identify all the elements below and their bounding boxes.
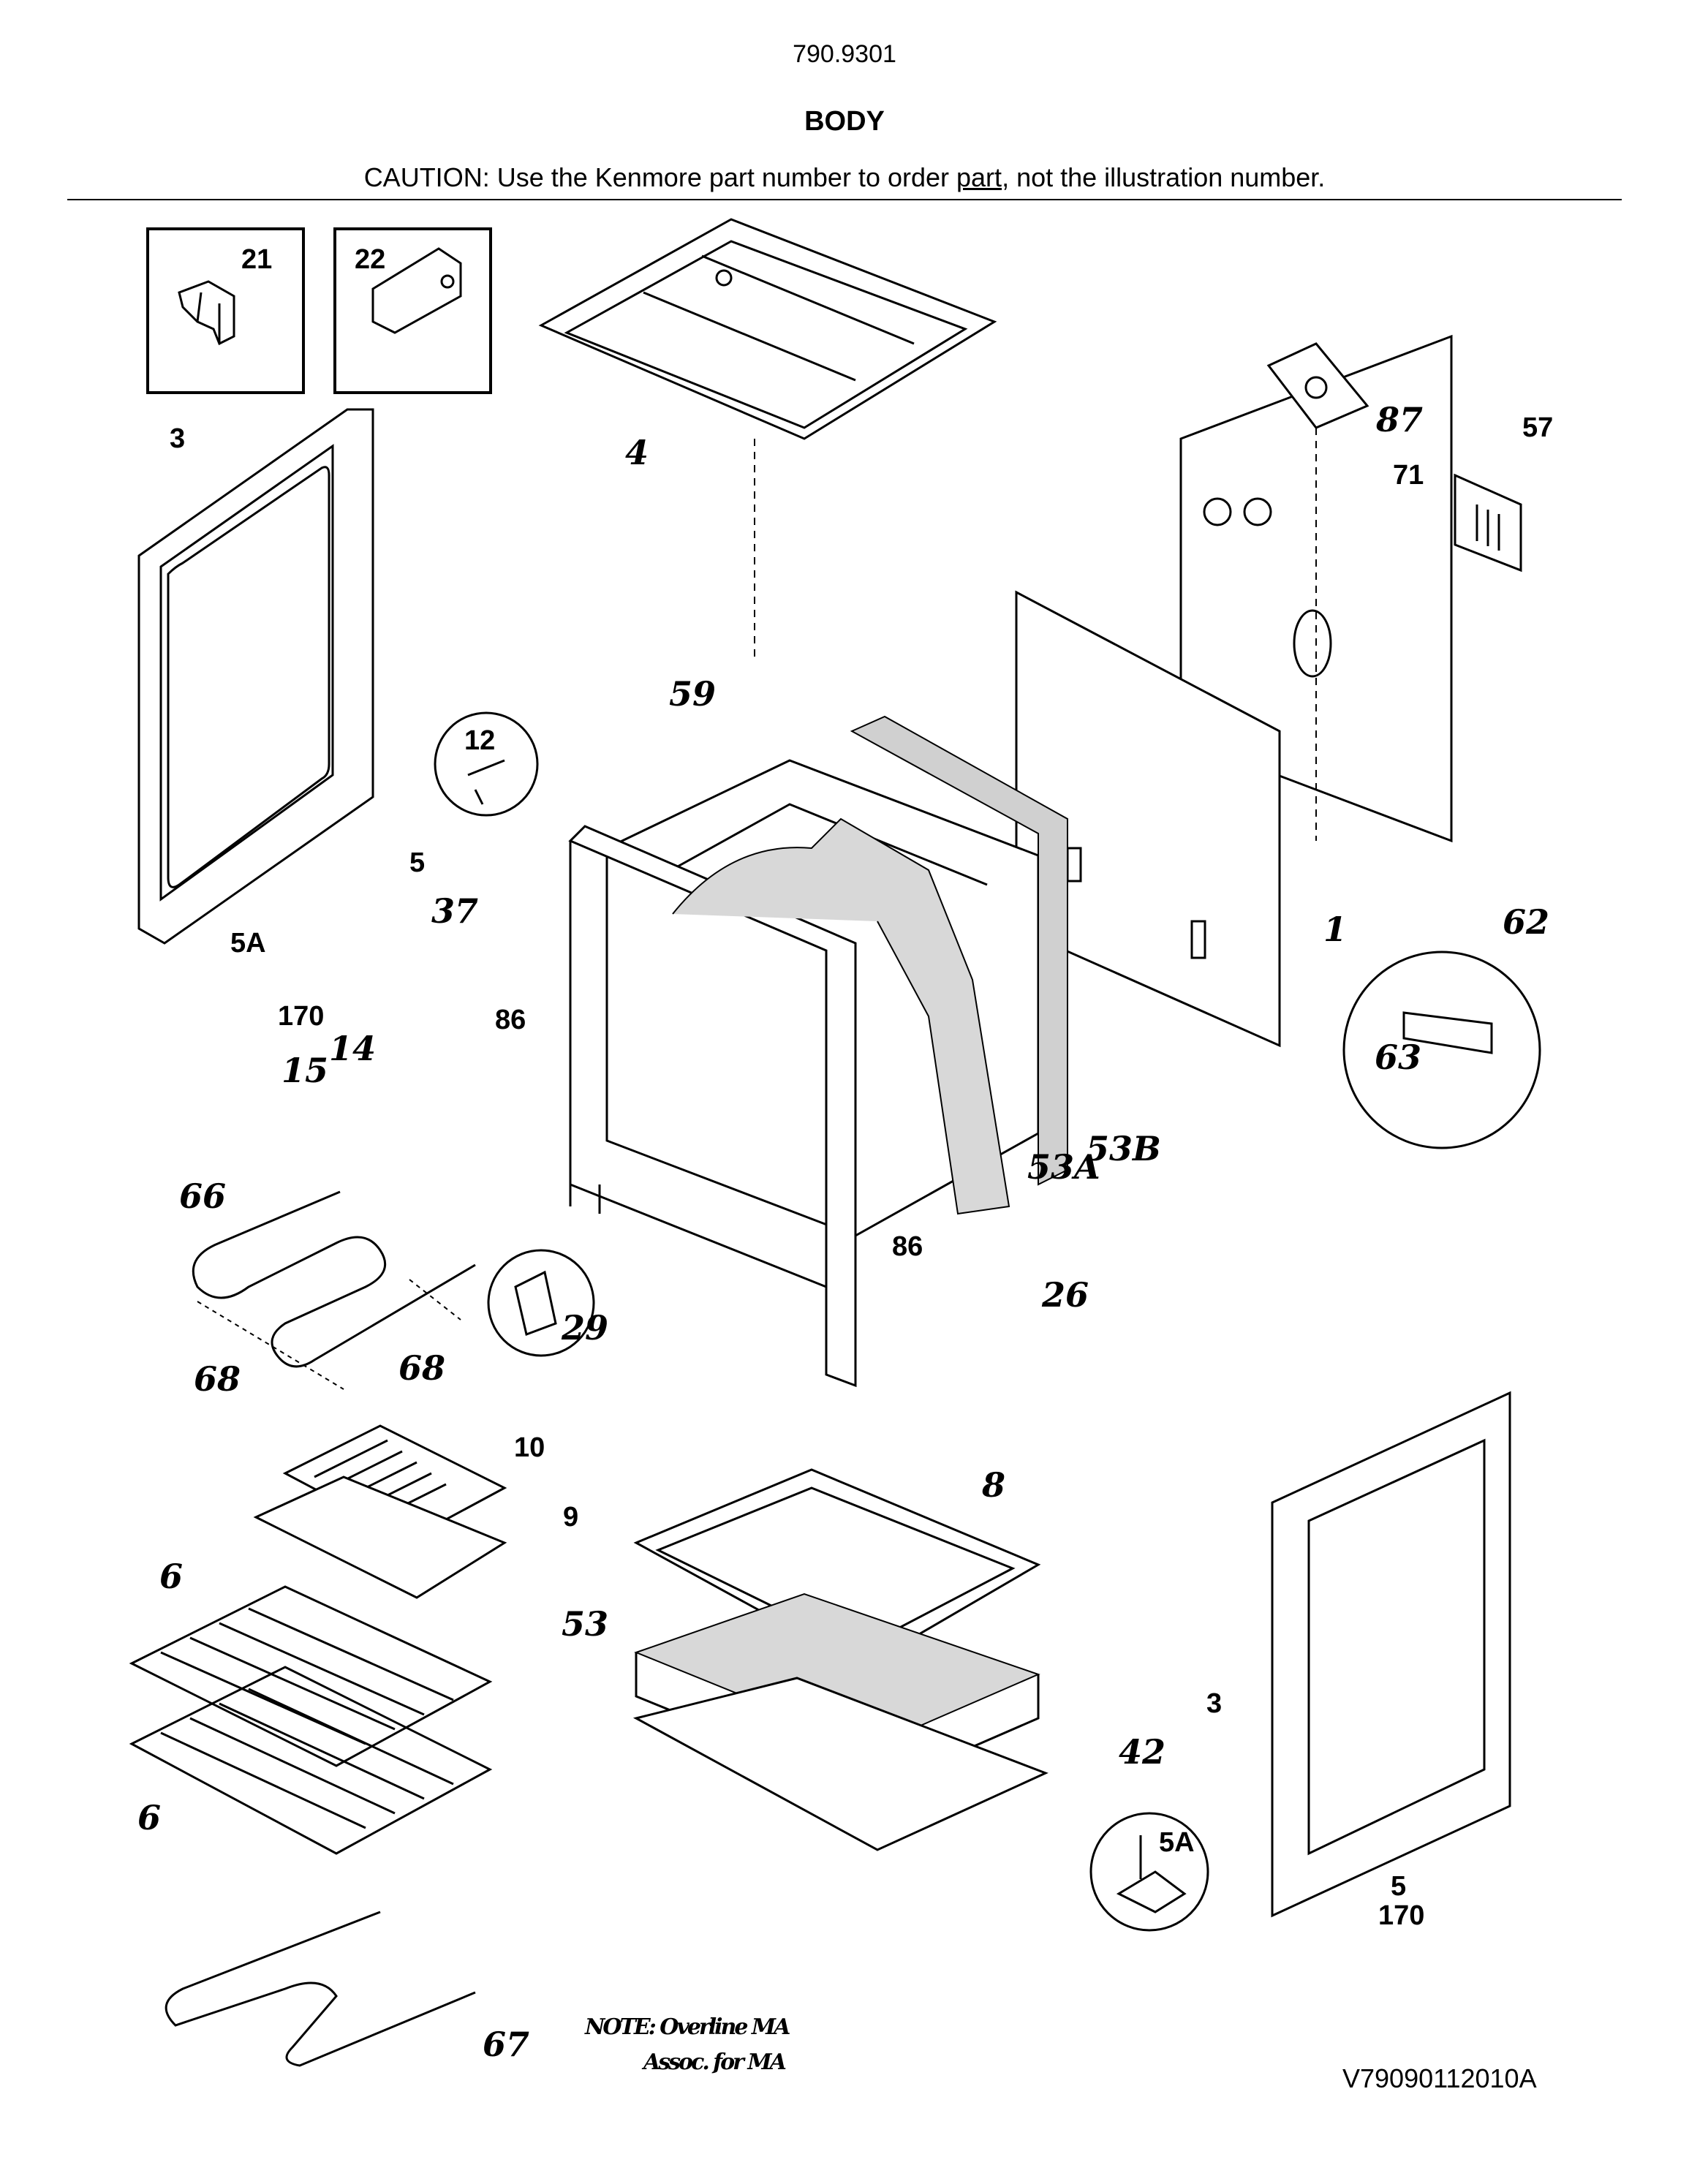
label-57: 57 [1522, 412, 1553, 443]
label-8: 8 [981, 1465, 1005, 1505]
label-14: 14 [329, 1029, 376, 1068]
caution-part-word: part [956, 162, 1002, 192]
label-4: 4 [625, 433, 649, 472]
side-panel-part-3-right [1271, 1391, 1511, 1918]
label-37: 37 [431, 891, 478, 931]
oven-rack-part-6-lower [129, 1666, 493, 1855]
broiler-pan-part-9 [253, 1475, 507, 1599]
part-21-inset [146, 227, 305, 394]
note-line-1: NOTE: Overline MA [584, 2014, 790, 2040]
detail-circle-part-29 [487, 1249, 595, 1357]
bottom-panel-part-42 [632, 1677, 1048, 1851]
label-86-lower: 86 [892, 1231, 923, 1262]
insulation-part-53A [672, 817, 1010, 1215]
label-53: 53 [562, 1604, 608, 1644]
leader-dashed-68-right [409, 1279, 461, 1320]
caution-text: CAUTION: Use the Kenmore part number to … [0, 162, 1689, 193]
label-3-right: 3 [1206, 1688, 1222, 1719]
label-71: 71 [1393, 460, 1424, 491]
side-panel-part-3-left [137, 408, 374, 945]
label-59: 59 [669, 674, 716, 714]
part-22-inset [333, 227, 492, 394]
label-87: 87 [1375, 400, 1423, 439]
leader-dashed-68-left [197, 1301, 344, 1390]
label-66: 66 [179, 1176, 226, 1216]
bake-element-part-67 [165, 1911, 476, 2067]
caution-text-end: , not the illustration number. [1002, 162, 1326, 192]
model-number: 790.9301 [793, 40, 896, 68]
label-5A-right: 5A [1159, 1827, 1195, 1858]
label-21: 21 [241, 244, 272, 275]
vent-cover-part-57 [1454, 473, 1522, 573]
top-panel-part-4 [538, 218, 997, 440]
label-68-right: 68 [398, 1348, 445, 1388]
label-53A: 53A [1027, 1147, 1100, 1187]
label-9: 9 [563, 1502, 578, 1533]
label-62: 62 [1503, 902, 1549, 942]
label-63: 63 [1375, 1038, 1421, 1077]
label-53B: 53B [1086, 1129, 1161, 1168]
label-22: 22 [355, 244, 385, 275]
header-divider [67, 199, 1622, 200]
detail-circle-part-12 [434, 711, 539, 817]
gasket-part-87 [1266, 342, 1369, 429]
label-5A-left: 5A [230, 928, 266, 959]
label-68-left: 68 [194, 1359, 241, 1399]
diagram-id: V79090112010A [1342, 2063, 1537, 2093]
note-line-2: Assoc. for MA [641, 2049, 786, 2075]
label-5-left: 5 [409, 847, 425, 878]
label-170-left: 170 [278, 1001, 324, 1032]
label-12: 12 [464, 725, 495, 756]
label-6-upper: 6 [159, 1557, 183, 1596]
label-29: 29 [561, 1308, 608, 1348]
label-15: 15 [282, 1051, 328, 1090]
label-67: 67 [483, 2025, 529, 2064]
broil-element-part-66 [192, 1190, 476, 1368]
footer-note: NOTE: Overline MA Assoc. for MA [584, 2014, 792, 2075]
label-170-right: 170 [1378, 1900, 1424, 1931]
label-5-right: 5 [1391, 1871, 1406, 1902]
page-title: BODY [804, 106, 885, 137]
label-42: 42 [1119, 1732, 1165, 1772]
insulation-part-53B [850, 715, 1068, 1186]
label-6-lower: 6 [137, 1798, 161, 1837]
label-26: 26 [1041, 1275, 1089, 1315]
detail-circle-part-62 [1342, 951, 1541, 1149]
oven-rack-part-6-upper [129, 1585, 493, 1767]
caution-text-start: CAUTION: Use the Kenmore part number to … [363, 162, 957, 192]
label-86-upper: 86 [495, 1005, 526, 1035]
label-1: 1 [1323, 910, 1347, 949]
callout-labels: 21 22 3 4 87 57 71 59 12 5 37 5A 170 86 … [137, 244, 1553, 2064]
label-3-left: 3 [170, 423, 185, 454]
label-10: 10 [514, 1432, 545, 1463]
detail-circle-part-5A [1089, 1812, 1209, 1932]
front-frame [568, 825, 857, 1388]
